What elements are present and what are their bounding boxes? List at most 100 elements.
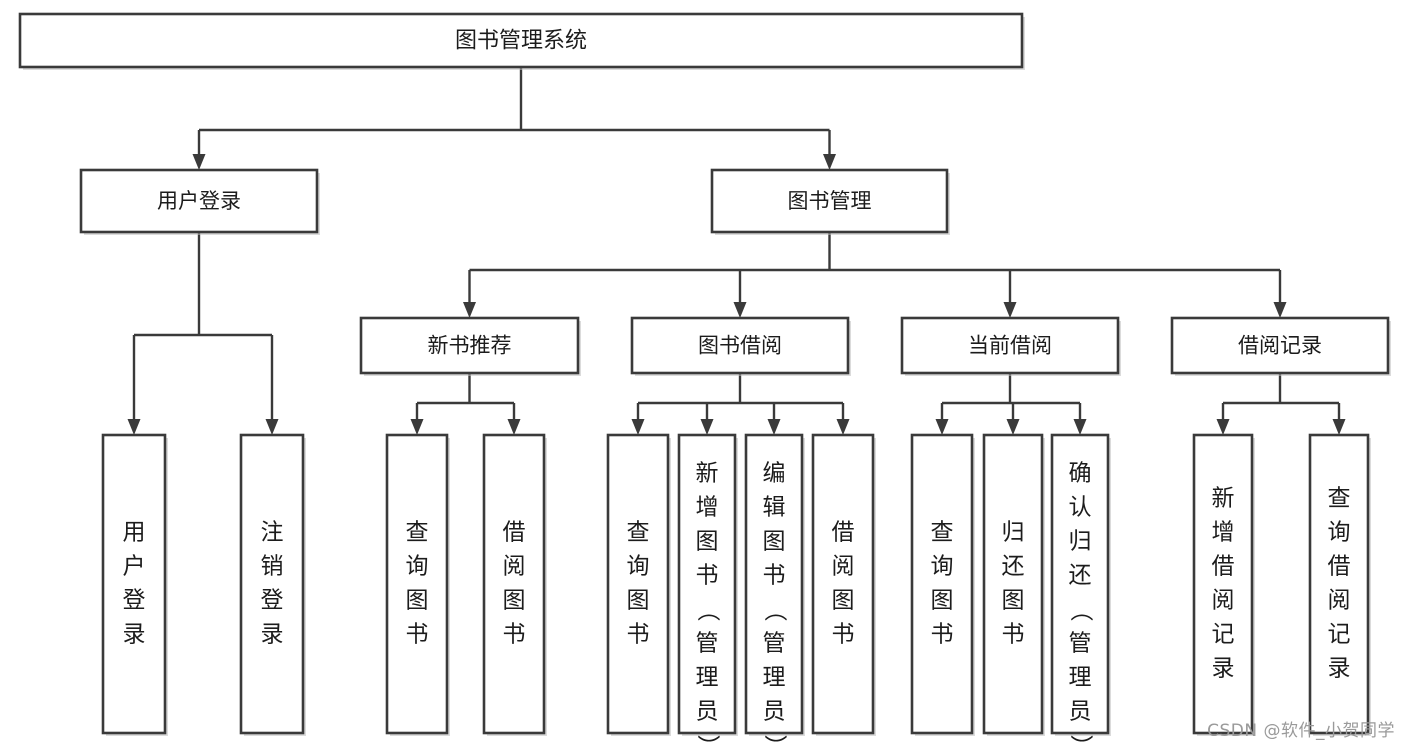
node-border — [101, 433, 167, 735]
node-border — [385, 433, 449, 735]
connector-edge-current-to-leaves — [935, 373, 1087, 435]
connector-edge-root-to-level2 — [192, 67, 836, 170]
node-border — [482, 433, 546, 735]
label-char: 借 — [1212, 554, 1235, 580]
edge-arrowhead — [733, 302, 747, 318]
node-book-manage[interactable]: 图书管理 — [710, 168, 950, 235]
label-char: 图 — [627, 588, 650, 614]
node-label: 图书借阅 — [698, 334, 782, 358]
label-char: 阅 — [1328, 588, 1351, 614]
label-char: 图 — [832, 588, 855, 614]
edge-arrowhead — [1216, 419, 1230, 435]
node-layer: 图书管理系统用户登录图书管理新书推荐图书借阅当前借阅借阅记录用户登录注销登录查询… — [18, 12, 1391, 747]
node-border — [18, 12, 1024, 69]
label-char: 录 — [1212, 656, 1235, 682]
node-label: 当前借阅 — [968, 334, 1052, 358]
node-border — [606, 433, 670, 735]
label-char: （ — [762, 599, 788, 622]
node-border — [79, 168, 319, 234]
node-border — [1308, 433, 1370, 735]
watermark-text: CSDN @软件_小贺同学 — [1207, 721, 1395, 741]
edge-arrowhead — [631, 419, 645, 435]
node-border — [1170, 316, 1390, 375]
node-label: 用户登录 — [157, 189, 241, 213]
node-new-book-recommend[interactable]: 新书推荐 — [359, 316, 581, 376]
label-char: 认 — [1069, 495, 1092, 521]
label-char: 增 — [696, 495, 719, 521]
label-char: 理 — [696, 665, 719, 691]
label-char: 借 — [832, 520, 855, 546]
label-char: 登 — [123, 588, 146, 614]
node-border — [1192, 433, 1254, 735]
label-char: ） — [762, 735, 788, 747]
node-border — [710, 168, 949, 234]
node-border — [359, 316, 580, 375]
connector-edge-borrow-to-leaves — [631, 373, 850, 435]
label-char: 归 — [1069, 529, 1092, 555]
label-char: 图 — [931, 588, 954, 614]
label-char: 书 — [503, 622, 526, 648]
node-label: 用户登录 — [123, 520, 146, 648]
label-char: 借 — [503, 520, 526, 546]
label-char: 询 — [627, 554, 650, 580]
node-borrow-record[interactable]: 借阅记录 — [1170, 316, 1391, 376]
label-char: 员 — [1069, 699, 1092, 725]
node-current-borrow[interactable]: 当前借阅 — [900, 316, 1121, 376]
edge-arrowhead — [1273, 302, 1287, 318]
label-char: 阅 — [1212, 588, 1235, 614]
label-char: 阅 — [503, 554, 526, 580]
connector-edge-record-to-leaves — [1216, 373, 1346, 435]
label-char: 确 — [1069, 461, 1092, 487]
node-label: 新书推荐 — [428, 334, 512, 358]
node-border — [900, 316, 1120, 375]
edge-arrowhead — [265, 419, 279, 435]
label-char: 图 — [696, 529, 719, 555]
label-char: 书 — [406, 622, 429, 648]
node-book-borrow[interactable]: 图书借阅 — [630, 316, 851, 376]
edge-arrowhead — [836, 419, 850, 435]
label-char: 辑 — [763, 495, 786, 521]
label-char: 借 — [1328, 554, 1351, 580]
label-char: 归 — [1002, 520, 1025, 546]
label-char: 书 — [931, 622, 954, 648]
label-char: 还 — [1069, 563, 1092, 589]
label-char: 书 — [696, 563, 719, 589]
edge-arrowhead — [1006, 419, 1020, 435]
node-user-login[interactable]: 用户登录 — [79, 168, 320, 235]
label-char: 理 — [763, 665, 786, 691]
edge-arrowhead — [700, 419, 714, 435]
connector-edge-recommend-to-leaves — [410, 373, 521, 435]
label-char: 员 — [763, 699, 786, 725]
node-root[interactable]: 图书管理系统 — [18, 12, 1025, 70]
label-char: 管 — [696, 631, 719, 657]
label-char: 录 — [123, 622, 146, 648]
label-char: 还 — [1002, 554, 1025, 580]
label-char: 查 — [931, 520, 954, 546]
node-leaf-user-login[interactable]: 用户登录 — [101, 433, 168, 736]
edge-layer — [127, 67, 1346, 435]
label-char: ） — [1068, 735, 1094, 747]
label-char: 记 — [1212, 622, 1235, 648]
